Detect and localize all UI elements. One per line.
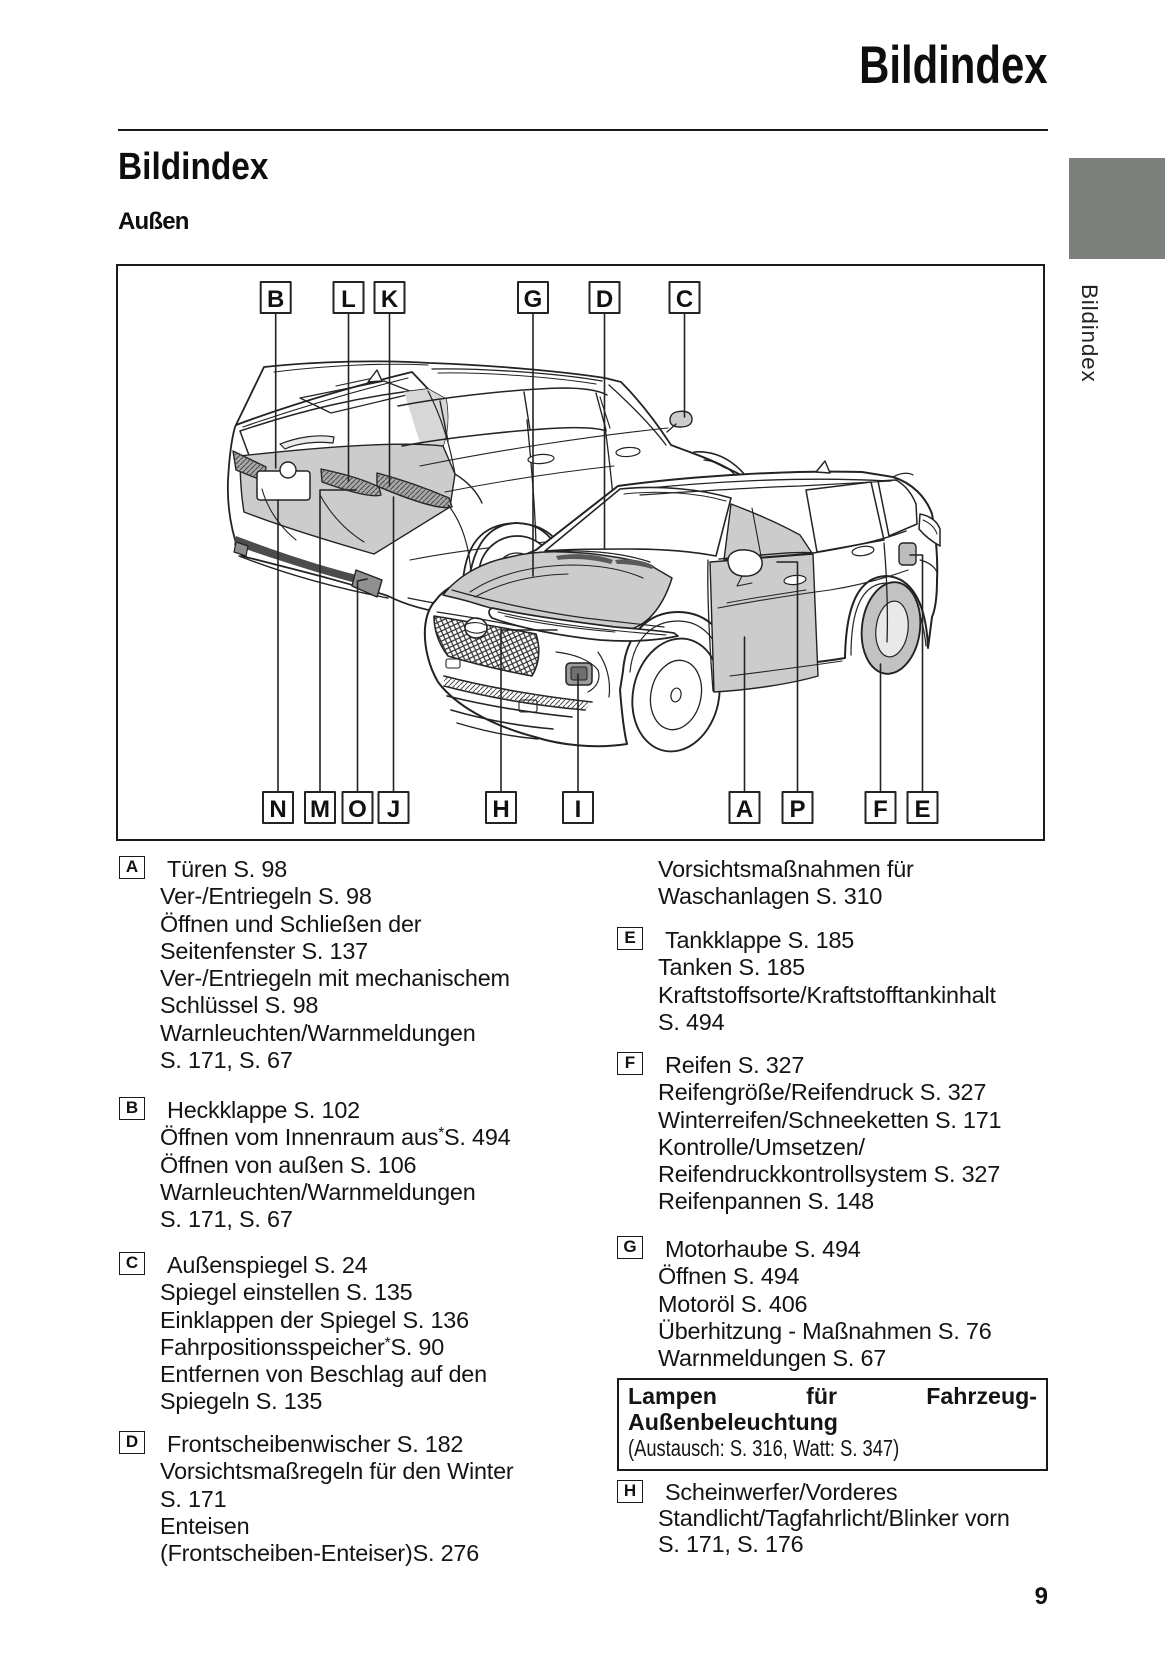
svg-text:N: N — [269, 796, 286, 823]
svg-text:O: O — [348, 796, 367, 823]
svg-text:C: C — [676, 286, 693, 313]
svg-text:M: M — [310, 796, 330, 823]
svg-text:L: L — [341, 286, 356, 313]
svg-text:A: A — [736, 796, 753, 823]
svg-text:G: G — [524, 286, 543, 313]
svg-text:K: K — [381, 286, 399, 313]
svg-text:B: B — [267, 286, 284, 313]
svg-text:E: E — [914, 796, 930, 823]
svg-text:F: F — [873, 796, 888, 823]
svg-text:H: H — [492, 796, 509, 823]
svg-text:I: I — [575, 796, 582, 823]
svg-text:J: J — [387, 796, 400, 823]
svg-text:D: D — [596, 286, 613, 313]
svg-text:P: P — [789, 796, 805, 823]
